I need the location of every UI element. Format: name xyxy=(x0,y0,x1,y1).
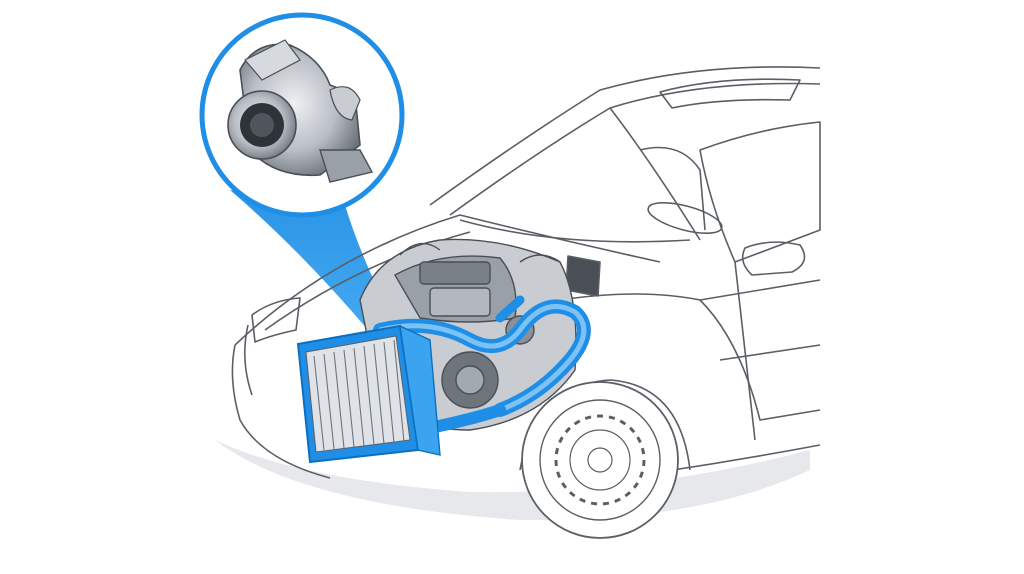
ground-shadow xyxy=(215,440,810,521)
intercooler-piping xyxy=(373,295,591,436)
turbocharger-icon xyxy=(227,39,374,183)
radiator-icon xyxy=(296,324,441,464)
wheel-icon xyxy=(521,381,679,539)
car-body xyxy=(231,66,821,479)
callout-beam xyxy=(230,190,392,330)
turbocharger-callout xyxy=(199,12,405,218)
